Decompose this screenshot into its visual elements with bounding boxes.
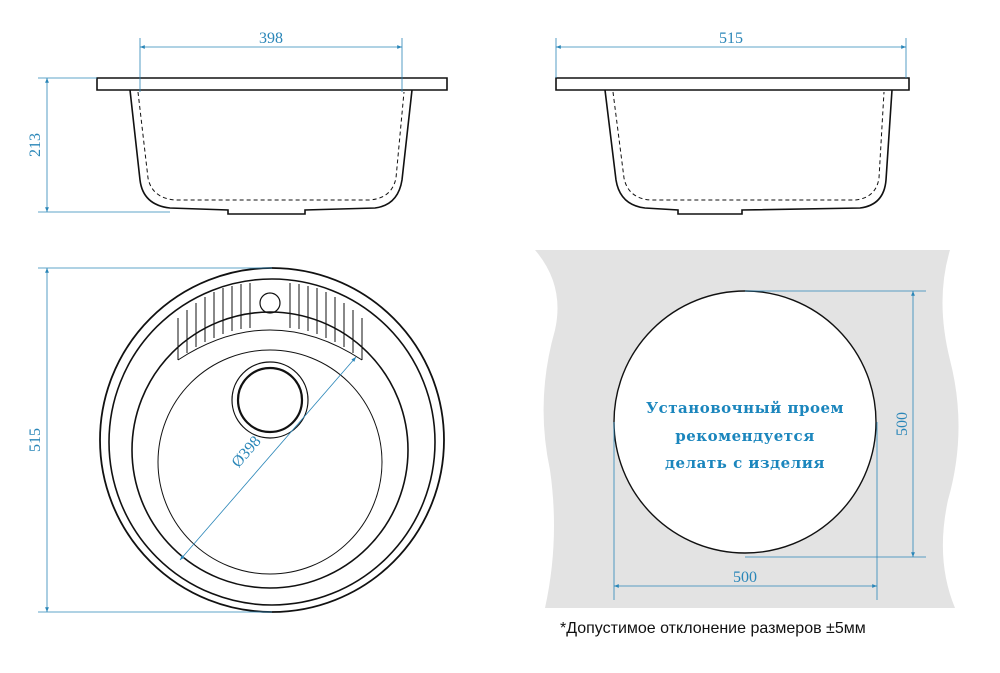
dim-side-width: 515 [719,30,743,47]
cutout-note-line-3: делать с изделия [665,454,825,472]
dim-top-outer: 515 [27,428,44,452]
cutout-note-line-2: рекомендуется [675,427,815,445]
cutout-note-line-1: Установочный проем [646,399,844,417]
side-profile-view [555,77,910,215]
tolerance-footnote: *Допустимое отклонение размеров ±5мм [560,620,866,637]
top-dims [38,267,357,613]
cutout-circle [613,290,877,554]
side-dims [555,38,907,78]
top-view [99,267,445,613]
front-profile-view [96,77,448,215]
dim-cutout-width: 500 [733,569,757,586]
cutout-dims [613,290,926,600]
dim-bowl-diameter: Ø398 [229,433,265,471]
dim-cutout-height: 500 [894,412,911,436]
front-dims [38,38,403,213]
dim-height: 213 [27,133,44,157]
dim-front-width: 398 [259,30,283,47]
